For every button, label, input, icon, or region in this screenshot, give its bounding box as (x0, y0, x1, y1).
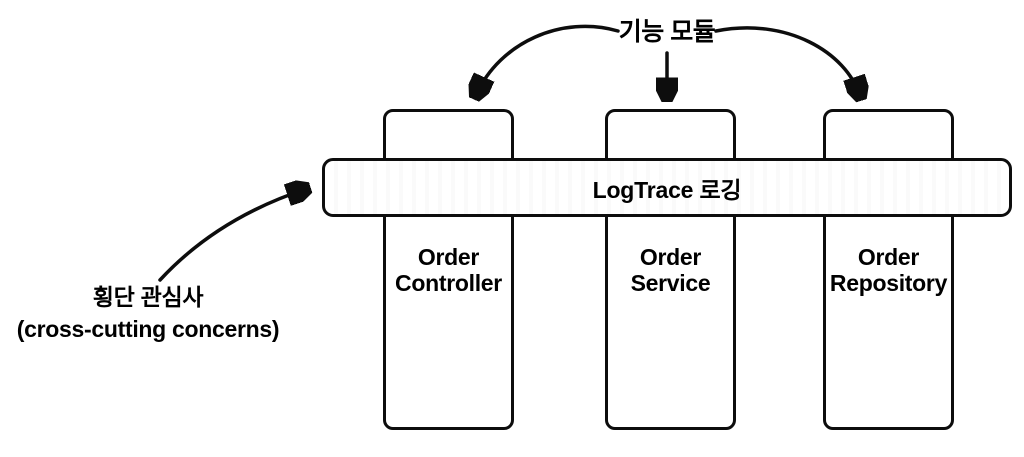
module-label-order-service: Order Service (630, 243, 711, 296)
logtrace-logging-bar: LogTrace 로깅 (322, 158, 1012, 217)
arrow-side-to-bar-icon (158, 189, 306, 282)
logtrace-logging-bar-label: LogTrace 로깅 (592, 176, 742, 203)
cross-cutting-concerns-label: 횡단 관심사 (cross-cutting concerns) (16, 284, 280, 342)
module-label-order-controller: Order Controller (395, 243, 502, 296)
module-label-order-repository: Order Repository (829, 243, 948, 296)
functional-modules-label: 기능 모듈 (618, 18, 716, 46)
arrow-top-to-controller-icon (476, 24, 620, 95)
arrow-top-to-repository-icon (714, 26, 860, 96)
